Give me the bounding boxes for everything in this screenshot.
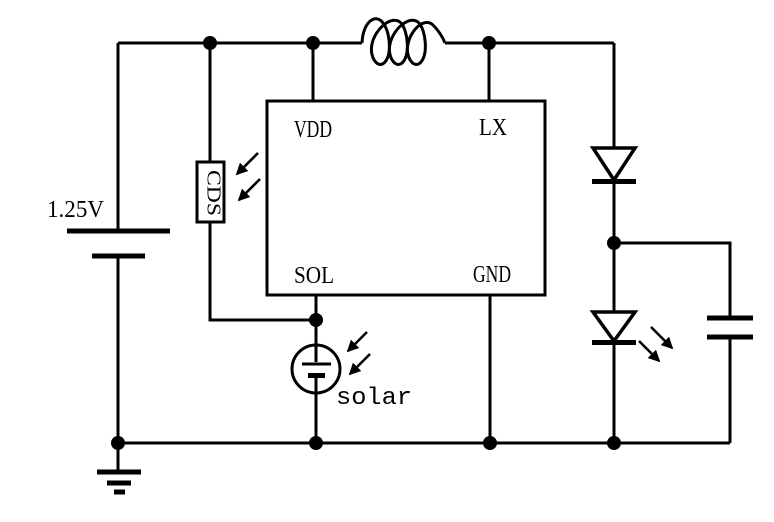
ic-chip: VDD LX SOL GND <box>265 99 547 297</box>
junction-dot <box>306 36 320 50</box>
cds-photoresistor: CDS <box>195 152 261 224</box>
inductor <box>360 17 447 66</box>
solar-cell-label: solar <box>336 385 412 412</box>
led-triangle <box>589 310 639 344</box>
light-arrow-icon <box>235 152 259 176</box>
pin-label-vdd: VDD <box>294 117 332 143</box>
pin-label-gnd: GND <box>473 262 511 288</box>
junction-dot <box>607 236 621 250</box>
light-arrows-led <box>638 326 674 363</box>
cds-body <box>195 160 226 224</box>
battery: 1.25V <box>47 197 170 259</box>
cds-label: CDS <box>203 170 225 216</box>
pin-label-sol: SOL <box>294 263 334 289</box>
light-arrow-icon <box>237 178 261 202</box>
solar-cell: solar <box>290 331 412 412</box>
ic-body <box>265 99 547 297</box>
capacitor <box>707 315 753 340</box>
led <box>589 310 674 363</box>
pin-label-lx: LX <box>479 115 507 141</box>
junction-dot <box>482 36 496 50</box>
junction-dot <box>483 436 497 450</box>
junction-dot <box>111 436 125 450</box>
light-arrows-cds <box>235 152 261 202</box>
junction-dot <box>203 36 217 50</box>
ground-icon <box>97 469 141 495</box>
junction-dot <box>607 436 621 450</box>
inductor-coil <box>360 17 447 66</box>
light-arrow-icon <box>650 326 674 350</box>
junction-dot <box>309 436 323 450</box>
battery-voltage-label: 1.25V <box>47 197 105 223</box>
light-arrows-solar <box>346 331 371 376</box>
diode <box>589 146 639 184</box>
light-arrow-icon <box>346 331 368 353</box>
light-arrow-icon <box>348 353 371 376</box>
junction-dot <box>309 313 323 327</box>
light-arrow-icon <box>638 340 661 363</box>
diode-triangle <box>589 146 639 184</box>
junction-dots <box>111 36 621 450</box>
